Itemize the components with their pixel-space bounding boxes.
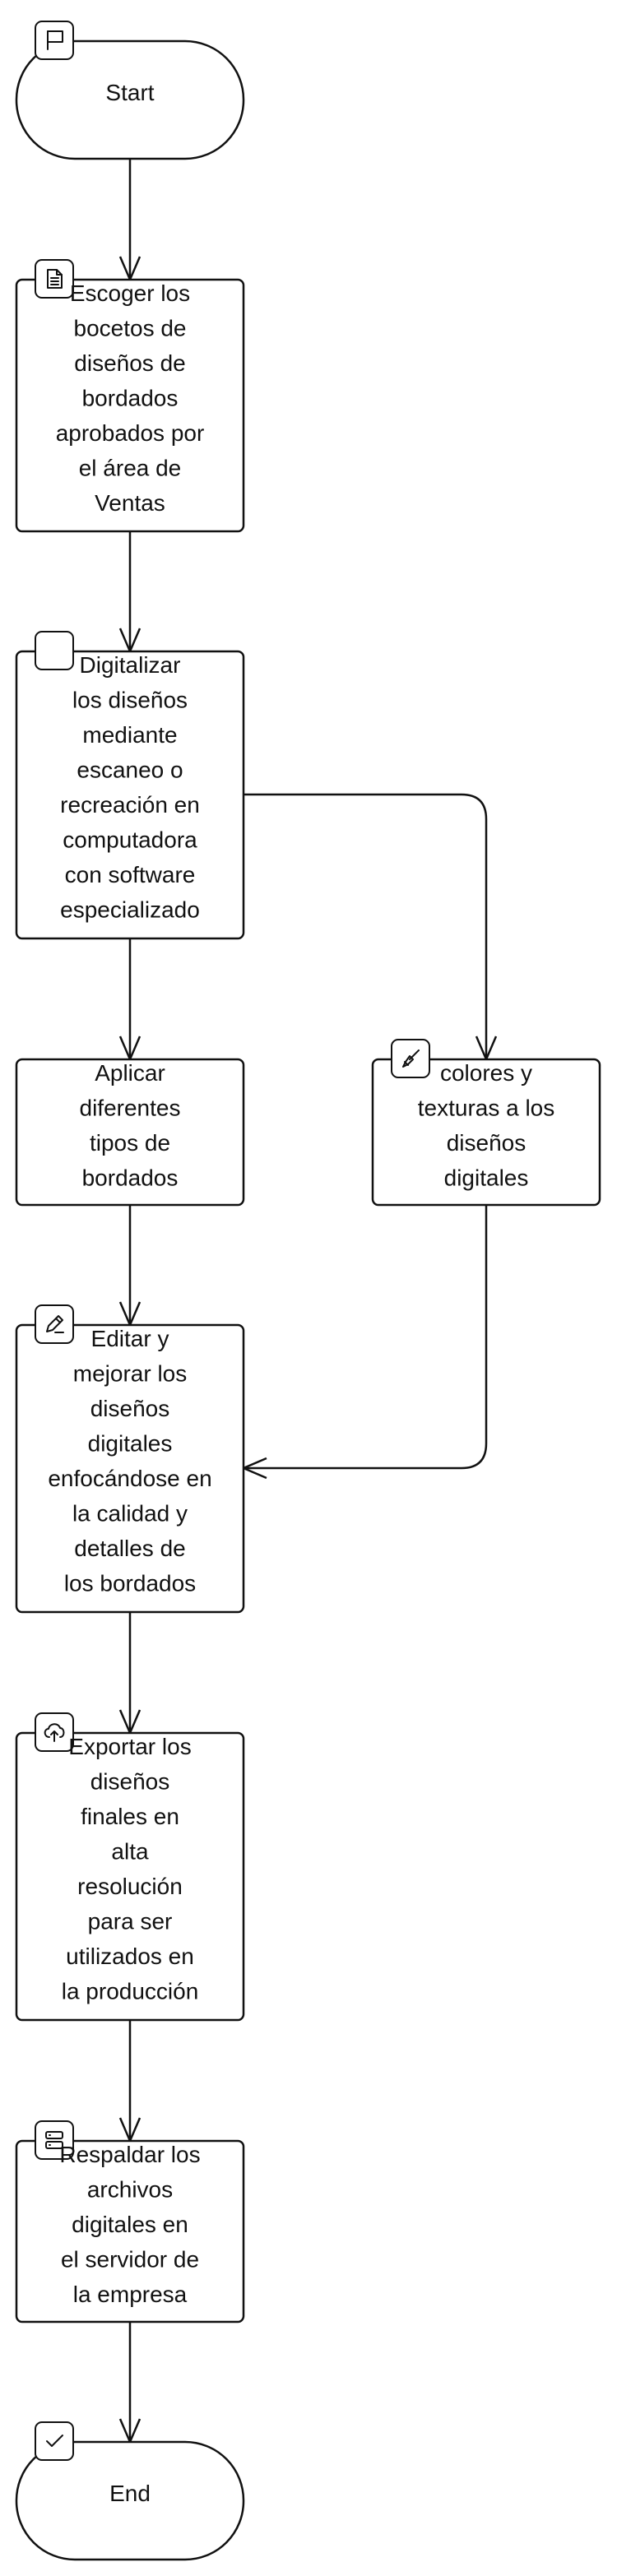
node-label-line: mejorar los [73, 1361, 187, 1387]
node-label-line: la calidad y [72, 1501, 188, 1527]
process-box [15, 1731, 245, 2022]
document-icon [47, 269, 63, 289]
node-label-line: tipos de [90, 1130, 170, 1156]
node-label-line: bocetos de [74, 316, 187, 341]
node-step-digitize[interactable]: Digitalizar los diseños mediante escaneo o r… [15, 631, 245, 940]
node-label-line: especializado [60, 897, 200, 923]
node-label-line: diseños [90, 1769, 170, 1795]
node-step-apply-embroidery[interactable]: Aplicar diferentes tipos de bordados [15, 1058, 245, 1207]
edge-line [244, 1205, 488, 1470]
node-step-edit-improve[interactable]: Editar y mejorar los diseños digitales enfoc… [15, 1304, 245, 1614]
icon-badge [35, 1304, 74, 1344]
icon-badge [35, 21, 74, 60]
icon-badge [35, 2421, 74, 2461]
node-label-line: aprobados por [56, 420, 205, 446]
node-label-line: End [109, 2481, 151, 2506]
node-label-line: la empresa [73, 2282, 188, 2307]
node-label-line: bordados [82, 1165, 179, 1191]
node-label-line: para ser [88, 1909, 173, 1934]
node-label-line: digitales [88, 1431, 173, 1457]
node-label-line: Editar y [91, 1326, 169, 1351]
process-box [15, 650, 245, 940]
terminal-shape [15, 2440, 245, 2561]
node-label-line: enfocándose en [48, 1466, 211, 1491]
node-label-line: archivos [87, 2177, 173, 2203]
node-label-line: los bordados [64, 1571, 196, 1596]
node-label-line: Respaldar los [59, 2142, 200, 2167]
node-step-select-sketches[interactable]: Escoger los bocetos de diseños de bordados a… [15, 259, 245, 533]
node-label-line: diseños [447, 1130, 527, 1156]
node-label-line: Exportar los [68, 1734, 191, 1759]
node-label-line: Start [105, 80, 154, 105]
node-label-line: colores y [440, 1060, 532, 1086]
node-label-line: digitales en [72, 2212, 188, 2237]
node-label-line: Ventas [95, 490, 165, 516]
node-label-line: Aplicar [95, 1060, 165, 1086]
process-box [15, 1058, 245, 1207]
edge-step-digitize-to-step-colors-textures [244, 793, 498, 1063]
edge-step-edit-improve-to-step-export [118, 1612, 141, 1736]
node-step-colors-textures[interactable]: colores y texturas a los diseños digitales [371, 1039, 601, 1207]
node-label-line: utilizados en [66, 1944, 194, 1969]
node-label-line: la producción [62, 1979, 199, 2004]
node-label-line: diseños de [74, 350, 185, 376]
flag-icon [47, 30, 63, 50]
edge-step-apply-embroidery-to-step-edit-improve [118, 1205, 141, 1328]
node-label-line: finales en [81, 1804, 179, 1829]
edge-step-backup-to-end [118, 2322, 141, 2445]
node-end[interactable]: End [15, 2421, 245, 2561]
icon-badge [35, 2120, 74, 2160]
node-label-line: recreación en [60, 792, 200, 818]
node-label-line: los diseños [72, 688, 188, 713]
pencil-icon [46, 1315, 64, 1333]
terminal-shape [15, 39, 245, 160]
node-label-line: Digitalizar [80, 652, 181, 678]
node-label-line: computadora [63, 827, 197, 853]
node-step-backup[interactable]: Respaldar los archivos digitales en el serv… [15, 2120, 245, 2323]
process-box [371, 1058, 601, 1207]
icon-badge [35, 631, 74, 670]
edge-step-colors-textures-to-step-edit-improve [240, 1205, 488, 1480]
node-label-line: escaneo o [77, 758, 183, 783]
check-icon [46, 2435, 63, 2447]
node-label-line: detalles de [74, 1536, 185, 1561]
node-label-line: texturas a los [418, 1096, 555, 1121]
node-label-line: diferentes [80, 1096, 181, 1121]
edge-step-export-to-step-backup [118, 2020, 141, 2144]
edge-line [244, 793, 488, 1059]
node-label-line: bordados [82, 386, 179, 411]
node-label-line: el área de [79, 456, 182, 481]
node-label-line: alta [111, 1839, 149, 1865]
node-step-export[interactable]: Exportar los diseños finales en alta resoluc… [15, 1712, 245, 2022]
process-box [15, 2139, 245, 2323]
node-label-line: diseños [90, 1396, 170, 1421]
process-box [15, 1323, 245, 1614]
node-label-line: mediante [82, 722, 177, 748]
edge-step-select-sketches-to-step-digitize [118, 531, 141, 655]
server-icon [45, 2131, 63, 2149]
edge-step-digitize-to-step-apply-embroidery [118, 938, 141, 1063]
node-label-line: digitales [444, 1165, 529, 1191]
node-label-line: con software [65, 862, 196, 887]
node-label-line: Escoger los [70, 280, 190, 306]
paintbrush-icon [402, 1049, 420, 1068]
node-label-line: el servidor de [61, 2247, 199, 2273]
process-box [15, 278, 245, 533]
cloud-upload-icon [44, 1723, 65, 1742]
node-label-line: resolución [77, 1874, 183, 1899]
edge-start-to-step-select-sketches [118, 159, 141, 283]
node-start[interactable]: Start [15, 21, 245, 160]
